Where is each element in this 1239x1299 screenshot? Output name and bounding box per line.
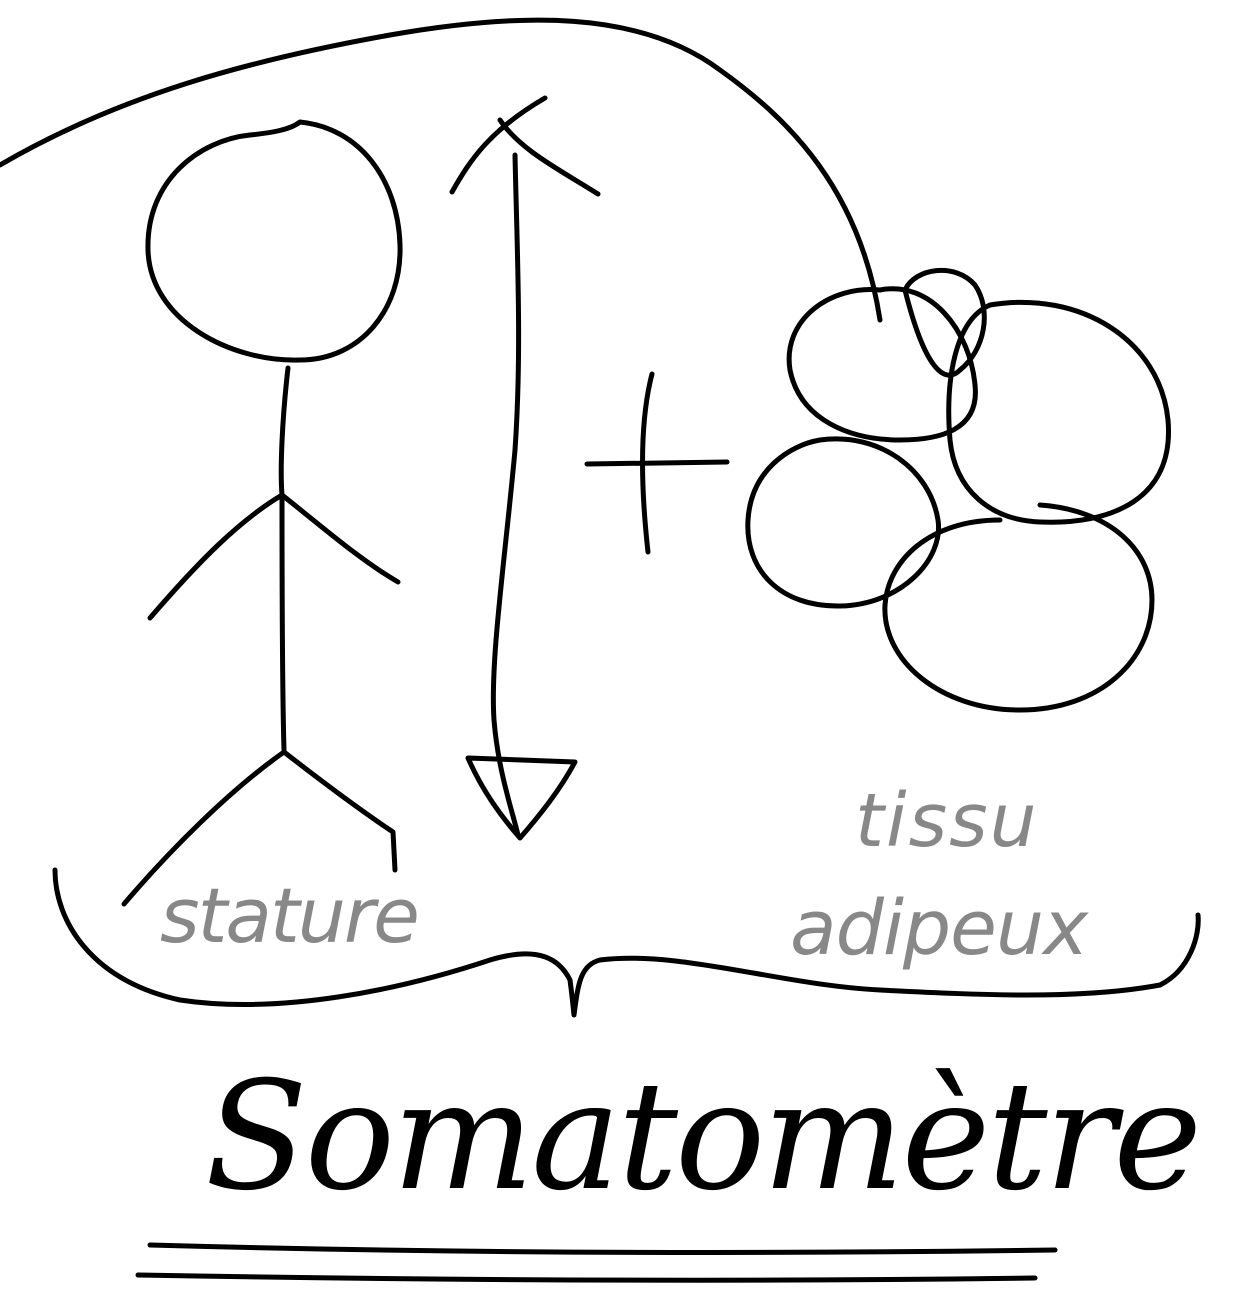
height-arrow-top-head <box>452 98 598 194</box>
plus-sign <box>587 374 727 552</box>
adipose-cell-4 <box>748 439 939 606</box>
stick-figure <box>124 122 400 904</box>
height-arrow <box>452 98 598 838</box>
height-arrow-bottom-head <box>468 758 575 838</box>
adipose-cell-5 <box>885 505 1152 710</box>
stick-figure-right-arm <box>282 495 398 582</box>
stick-figure-body <box>281 368 288 750</box>
stick-figure-left-arm <box>150 495 282 618</box>
plus-sign-horizontal <box>587 462 727 464</box>
title-underline-2 <box>138 1275 1035 1280</box>
diagram-title: Somatomètre <box>205 1062 1199 1212</box>
title-underline-1 <box>150 1245 1055 1252</box>
adipose-cells <box>748 270 1169 710</box>
height-arrow-shaft <box>493 155 518 835</box>
top-arc-line <box>0 20 880 320</box>
stick-figure-right-leg <box>284 752 395 870</box>
stick-figure-head <box>148 122 400 360</box>
stature-label: stature <box>160 878 418 954</box>
tissue-label-line2: adipeux <box>790 890 1087 966</box>
adipose-cell-2 <box>905 270 984 375</box>
tissue-label-line1: tissu <box>855 784 1039 858</box>
